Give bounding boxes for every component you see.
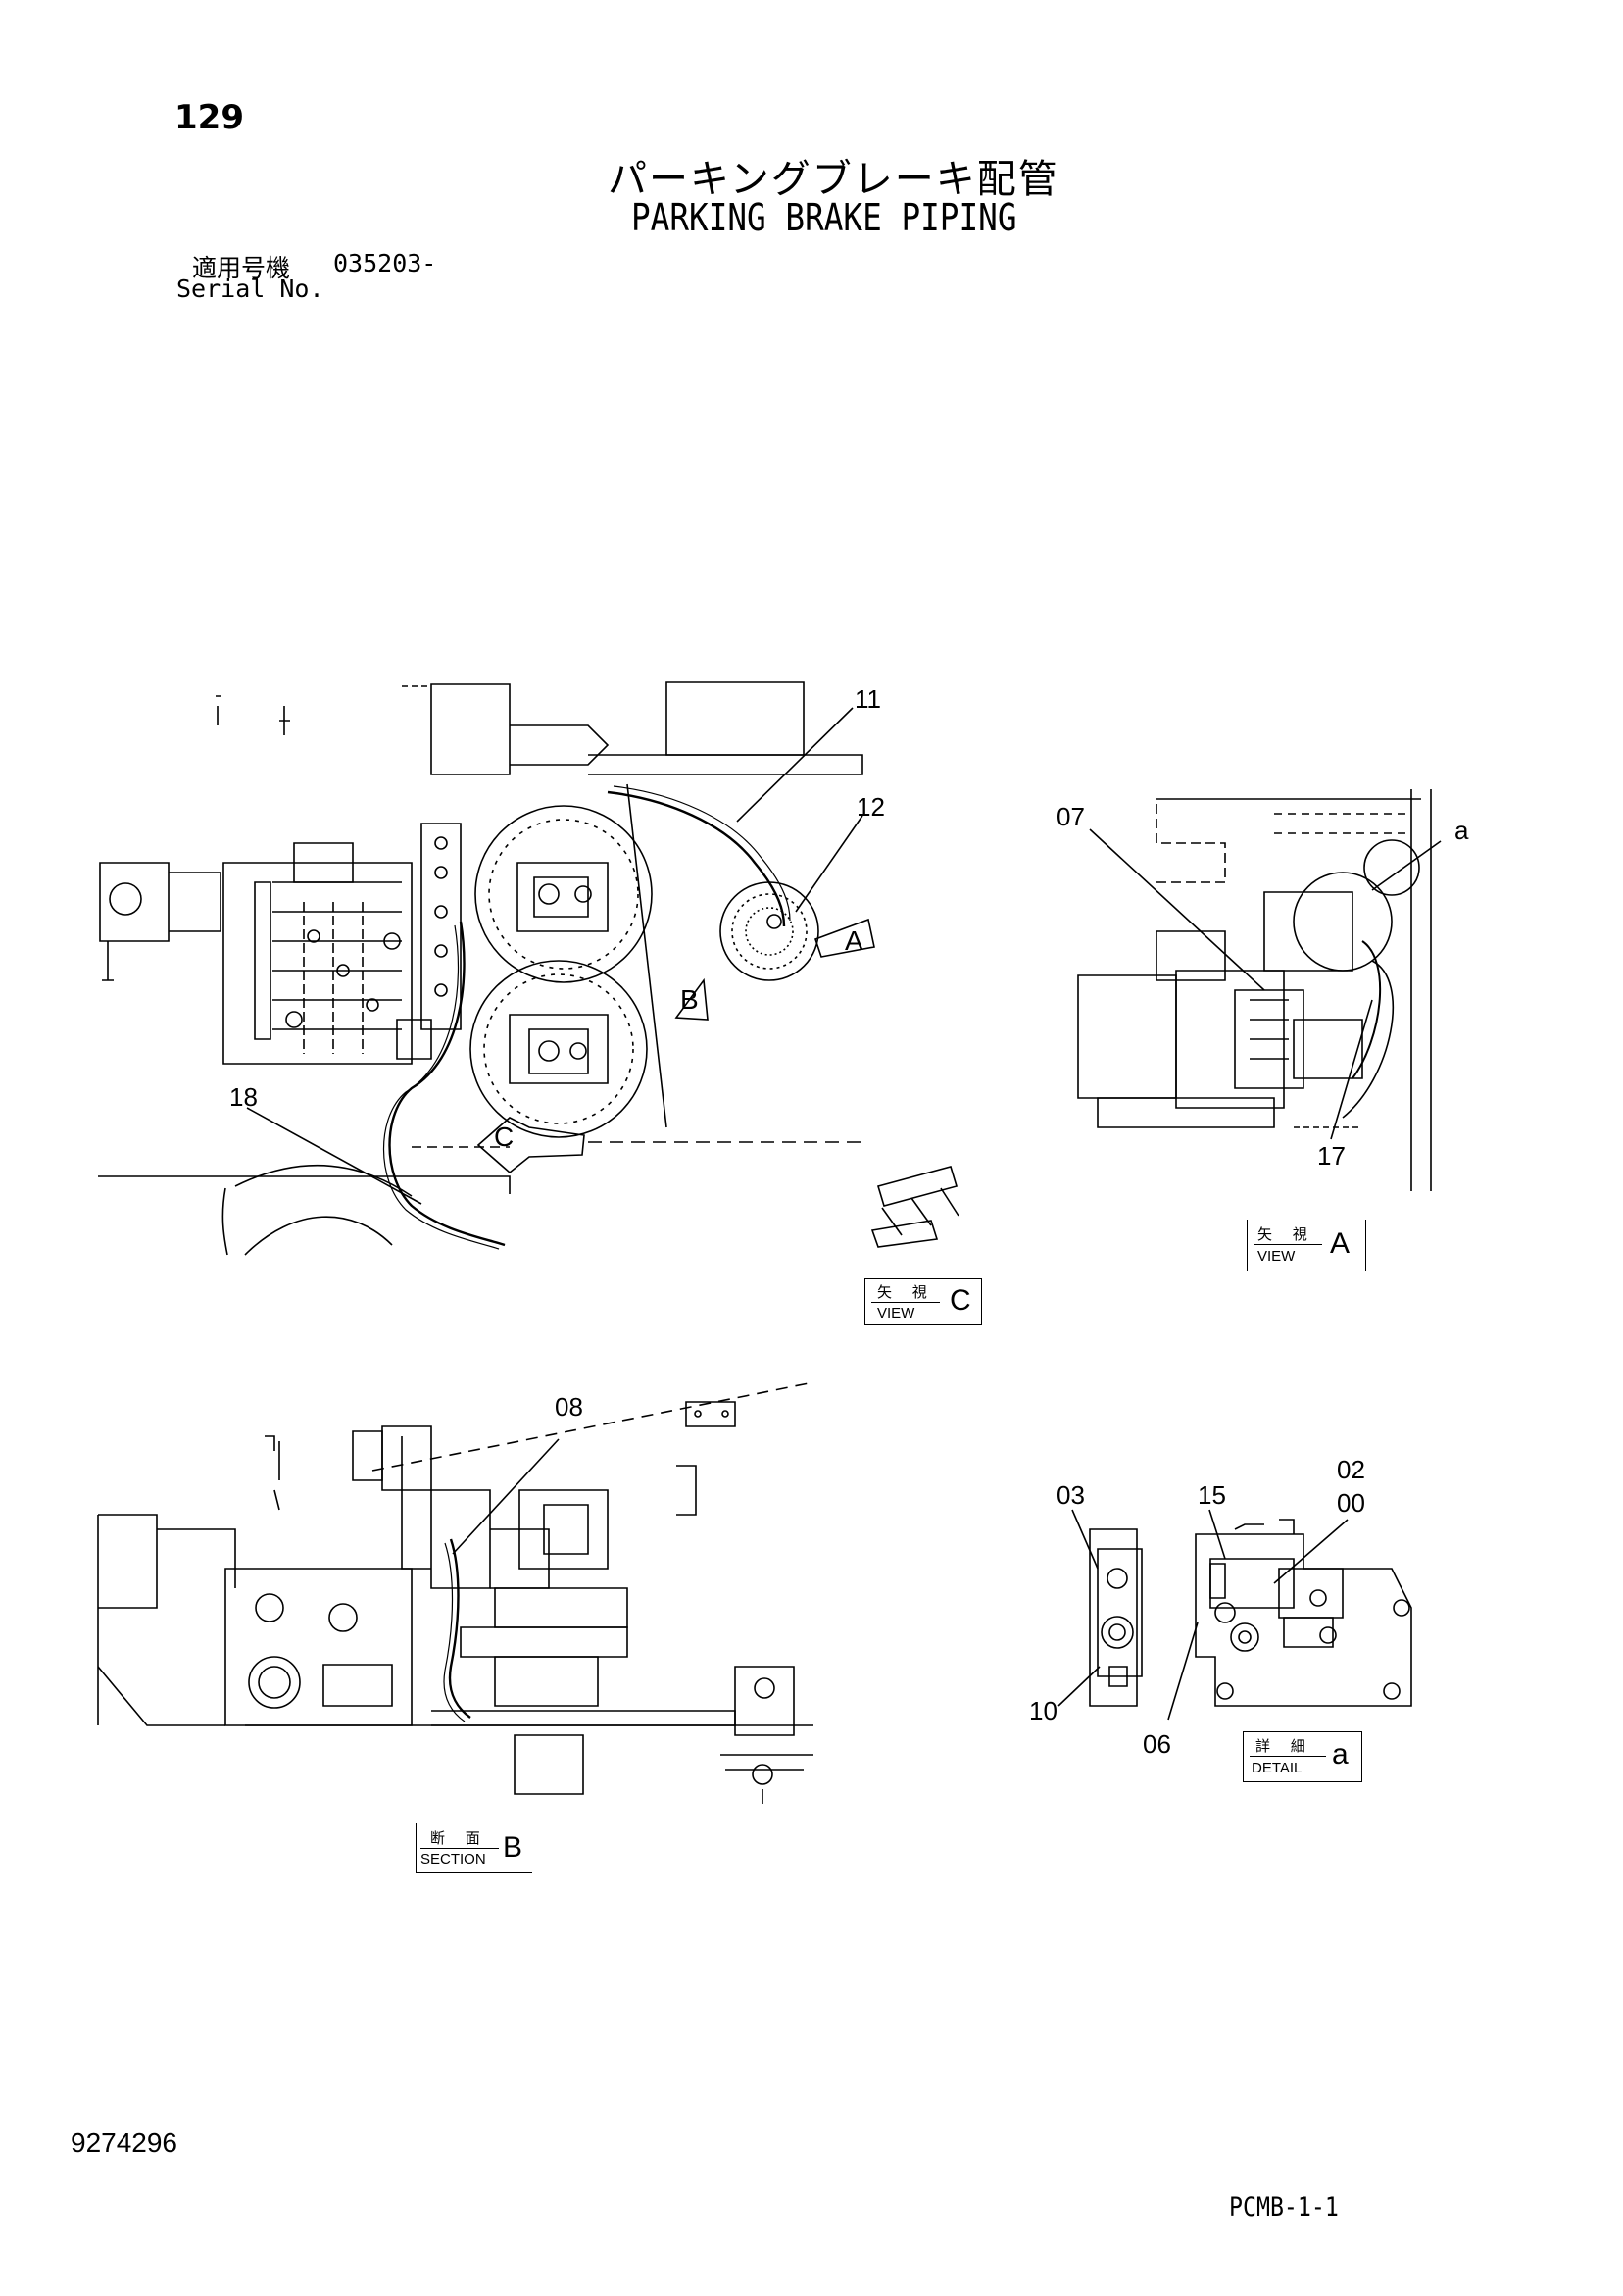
view-a-label-jp: 矢 視 <box>1257 1225 1315 1243</box>
view-a-label-letter: A <box>1330 1227 1351 1260</box>
callout-03: 03 <box>1057 1480 1085 1510</box>
view-arrow-c-label: C <box>494 1122 515 1152</box>
view-c-label-jp: 矢 視 <box>877 1283 935 1301</box>
section-b-label-box: 断 面 SECTION B <box>416 1823 532 1873</box>
callout-17: 17 <box>1317 1141 1346 1171</box>
page-number: 129 <box>174 98 244 137</box>
view-a-label-en: VIEW <box>1257 1248 1296 1265</box>
serial-label-japanese: 適用号機 <box>192 254 291 282</box>
section-b-label-jp: 断 面 <box>430 1829 488 1847</box>
title-japanese: パーキングブレーキ配管 <box>608 157 1059 202</box>
view-a-drawing <box>1077 789 1442 1191</box>
sheet-code: PCMB-1-1 <box>1229 2192 1339 2222</box>
serial-number-value: 035203- <box>333 249 437 277</box>
section-b-label-en: SECTION <box>420 1851 486 1868</box>
callout-18: 18 <box>229 1082 258 1112</box>
view-a-label-box: 矢 視 VIEW A <box>1247 1220 1366 1271</box>
section-b-drawing <box>97 1381 814 1804</box>
callout-12: 12 <box>857 792 885 822</box>
callout-02: 02 <box>1337 1455 1365 1484</box>
callout-06: 06 <box>1143 1729 1171 1759</box>
view-c-label-letter: C <box>950 1284 971 1317</box>
view-arrow-a-label: A <box>845 925 863 956</box>
callout-07: 07 <box>1057 802 1085 831</box>
section-arrow-b-label: B <box>680 984 699 1015</box>
callout-15: 15 <box>1198 1480 1226 1510</box>
detail-a-label-jp: 詳 細 <box>1255 1737 1313 1755</box>
callout-10: 10 <box>1029 1696 1057 1725</box>
view-c-label-en: VIEW <box>877 1305 915 1322</box>
detail-a-drawing <box>1057 1509 1412 1721</box>
callout-a: a <box>1454 816 1469 845</box>
main-assembly-view <box>98 681 959 1256</box>
document-number: 9274296 <box>71 2127 178 2158</box>
serial-label-english: Serial No. <box>176 275 324 303</box>
section-b-label-letter: B <box>503 1831 523 1864</box>
detail-a-label-box: 詳 細 DETAIL a <box>1243 1731 1362 1782</box>
title-english: PARKING BRAKE PIPING <box>631 196 1017 239</box>
callout-08: 08 <box>555 1392 583 1422</box>
view-c-label-box: 矢 視 VIEW C <box>864 1278 982 1325</box>
detail-a-label-en: DETAIL <box>1252 1760 1303 1776</box>
callout-11: 11 <box>855 684 881 714</box>
callout-00: 00 <box>1337 1488 1365 1518</box>
detail-a-label-letter: a <box>1332 1738 1349 1771</box>
